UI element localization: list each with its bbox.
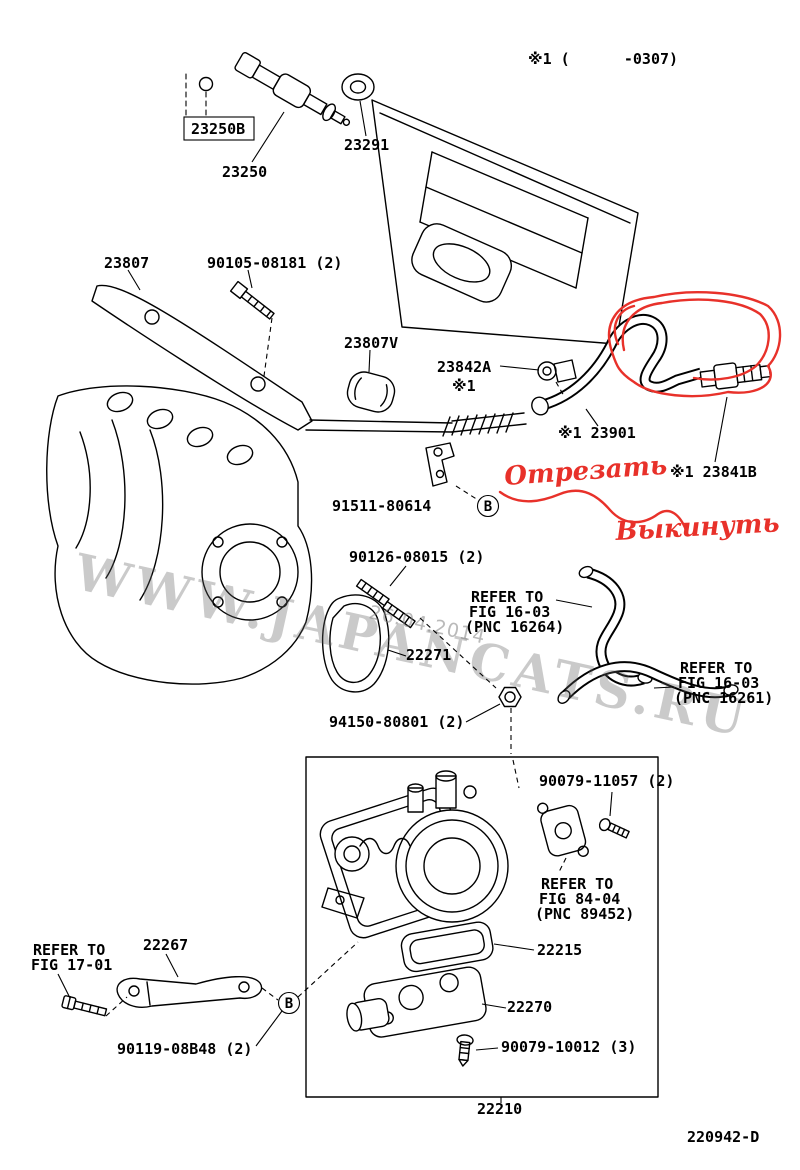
refer-16264-line3: (PNC 16264) [465,618,564,636]
throttle-body-drawing [319,770,509,939]
leader-lines [57,100,728,1103]
bracket-bolt-drawing [61,995,108,1017]
part-label-90079-11057: 90079-11057 (2) [539,772,674,790]
part-label-22267: 22267 [143,936,188,954]
callout-b-2: B [285,996,293,1012]
red-annotations: Отрезать Выкинуть [498,290,782,547]
callout-b-1: B [484,499,492,515]
refer-16261-line3: (PNC 16261) [674,689,773,707]
refer-16264-line2: FIG 16-03 [469,603,550,621]
refer-89452-line3: (PNC 89452) [535,905,634,923]
clamp-drawing [537,359,577,383]
assembly-box [305,756,659,1098]
studs-drawing [355,578,416,629]
hose-connector-drawing [699,362,772,390]
rail-damper-drawing [346,371,396,413]
isc-gasket-drawing [400,921,494,973]
part-label-23250: 23250 [222,163,267,181]
injector-drawing [234,52,351,126]
red-note-discard: Выкинуть [614,508,780,547]
isc-screw-drawing [456,1034,474,1067]
drawing-code: 220942-D [687,1128,759,1146]
part-label-22271: 22271 [406,646,451,664]
part-label-23807: 23807 [104,254,149,272]
refer-16264-line1: REFER TO [471,588,543,606]
label-box-23250b [183,116,255,141]
red-scribble-outer [607,290,782,398]
engine-block-drawing [46,385,313,685]
callout-b-circle-1 [476,494,500,518]
refer-16261-line2: FIG 16-03 [678,674,759,692]
refer-89452-line1: REFER TO [541,875,613,893]
refer-16261-line1: REFER TO [680,659,752,677]
pipe-bracket-drawing [425,442,455,487]
bracket-drawing [116,975,263,1008]
part-label-23807v: 23807V [344,334,398,352]
oring-drawing [185,73,214,117]
dashed-lines [105,317,567,1017]
grommet-drawing [341,73,375,101]
part-label-90119-08b48: 90119-08B48 (2) [117,1040,252,1058]
part-label-91511-80614: 91511-80614 [332,497,431,515]
part-label-90079-10012: 90079-10012 (3) [501,1038,636,1056]
fuel-rail-drawing [91,284,313,431]
nut-drawing [498,686,522,708]
callout-b-circle-2 [277,991,301,1015]
red-scribble-inner [621,298,770,381]
part-label-90105-08181: 90105-08181 (2) [207,254,342,272]
part-label-90126-08015: 90126-08015 (2) [349,548,484,566]
note1-mark: ※1 [452,377,476,395]
artwork-layer [46,52,772,1098]
refer-89452-line2: FIG 84-04 [539,890,620,908]
tps-screw-drawing [598,818,630,839]
tb-gasket-drawing [321,594,390,693]
part-label-22215: 22215 [537,941,582,959]
rail-bolt-drawing [229,280,275,320]
fuel-pipe-drawing [305,412,527,437]
part-label-23250b: 23250B [191,120,245,138]
note-applicability: ※1 ( -0307) [528,50,678,68]
part-label-23291: 23291 [344,136,389,154]
refer-1701-line1: REFER TO [33,941,105,959]
part-label-23842a: 23842A [437,358,491,376]
part-label-23841b: ※1 23841B [670,463,757,481]
part-label-22270: 22270 [507,998,552,1016]
red-note-cut: Отрезать [503,451,668,492]
refer-1701-line2: FIG 17-01 [31,956,112,974]
part-label-22210: 22210 [477,1100,522,1118]
vacuum-hose-b-drawing [557,661,739,704]
valve-cover-drawing [371,99,639,345]
red-scribble-hook [613,304,636,346]
part-label-94150-80801: 94150-80801 (2) [329,713,464,731]
isc-valve-drawing [346,966,487,1038]
tps-sensor-drawing [537,802,589,857]
fuel-hose-drawing [531,314,703,416]
red-wavy-line [498,489,688,532]
part-label-23901: ※1 23901 [558,424,636,442]
labels-layer: ※1 ( -0307) 23250B 23250 23291 23807 901… [31,50,773,1146]
